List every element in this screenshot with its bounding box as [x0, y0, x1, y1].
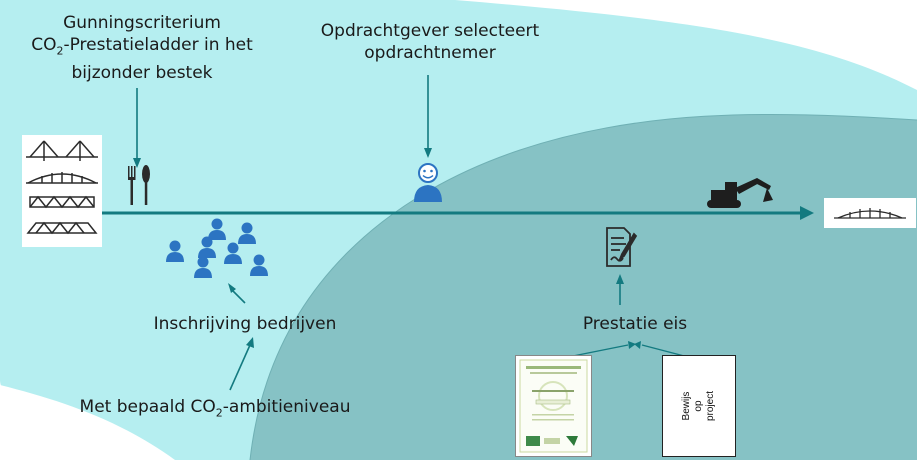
bridge-types-box	[22, 135, 102, 247]
bewijs-text: Bewijs op project	[681, 391, 717, 421]
bewijs-line-1: Bewijs	[681, 391, 692, 421]
teal-overlap-edge	[249, 113, 917, 460]
label-ambitieniveau: Met bepaald CO2-ambitieniveau	[79, 397, 351, 420]
timeline-arrowhead	[800, 206, 814, 220]
arch-bridge-icon	[834, 208, 906, 219]
certificate-icon	[519, 359, 588, 453]
bewijs-op-project-box: Bewijs op project	[662, 355, 736, 457]
excavator-icon	[707, 178, 773, 208]
gunning-line-1: Gunningscriterium	[63, 13, 221, 33]
white-region-bottom-left	[0, 385, 175, 460]
arch-bridge-box	[824, 198, 916, 228]
label-gunningscriterium: Gunningscriterium CO2-Prestatieladder in…	[22, 12, 262, 84]
white-corner-top-right	[455, 0, 917, 90]
label-prestatie-eis: Prestatie eis	[582, 314, 688, 334]
certificate-document	[515, 355, 592, 457]
cutlery-icon	[128, 165, 150, 205]
document-pen-icon	[606, 227, 638, 267]
bewijs-line-3: project	[705, 390, 716, 422]
opdracht-line-1: Opdrachtgever selecteert	[320, 21, 540, 41]
user-icon	[414, 163, 442, 202]
bewijs-line-2: op	[693, 400, 704, 412]
ambitie-pointer	[229, 344, 251, 391]
opdracht-line-2: opdrachtnemer	[364, 43, 496, 63]
bridge-icon	[26, 140, 98, 235]
gunning-line-2: CO2-Prestatieladder in het	[31, 35, 253, 58]
inschrijving-pointer	[231, 289, 246, 304]
label-opdrachtgever: Opdrachtgever selecteert opdrachtnemer	[300, 20, 560, 64]
label-inschrijving: Inschrijving bedrijven	[153, 314, 337, 334]
gunning-line-3: bijzonder bestek	[71, 63, 213, 84]
people-group-icon	[166, 218, 268, 278]
